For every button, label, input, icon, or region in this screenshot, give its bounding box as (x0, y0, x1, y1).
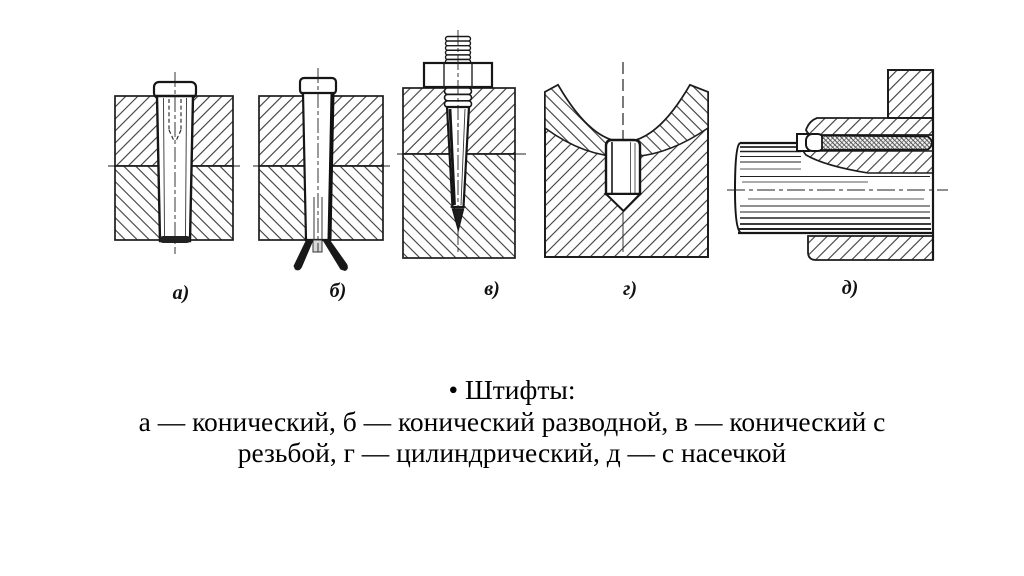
figure-c-threaded-pin: в) (397, 30, 526, 300)
figure-a-label: а) (173, 282, 190, 304)
figure-e-hub-bottom (807, 235, 934, 261)
figure-b-slot (312, 239, 323, 253)
figure-d-upper-block (544, 83, 709, 158)
figure-e-label: д) (842, 277, 859, 299)
figure-b-label: б) (330, 280, 347, 302)
figure-e-pin (796, 133, 933, 152)
figure-e-hub-bar (805, 117, 934, 136)
figure-a-pin-tip (160, 236, 190, 243)
figure-d-pin-tip (603, 193, 643, 213)
figure-b-right-leg (322, 240, 348, 271)
figure-e-hub-wedge (801, 150, 934, 174)
figure-e-hub-flange (887, 69, 934, 119)
figure-a-conical-pin: а) (108, 72, 240, 304)
caption: • Штифты: а — конический, б — конический… (0, 374, 1024, 469)
figure-b-left-leg (293, 240, 314, 271)
figure-b-split-pin: б) (253, 68, 390, 302)
figure-e-shaft (733, 141, 933, 235)
caption-line-1: а — конический, б — конический разводной… (138, 405, 886, 437)
pins-technical-diagram: а) б) (108, 30, 948, 304)
figure-d-cylindrical-pin: г) (544, 62, 709, 300)
figure-e-knurled-pin: д) (727, 69, 948, 299)
figure-d-pin-body (604, 138, 642, 196)
figure-c-label: в) (484, 278, 500, 300)
caption-line-2: резьбой, г — цилиндрический, д — с насеч… (237, 437, 787, 468)
figure-e-pin-body (821, 134, 933, 151)
caption-title: • Штифты: (448, 374, 576, 405)
figure-d-label: г) (623, 278, 637, 300)
